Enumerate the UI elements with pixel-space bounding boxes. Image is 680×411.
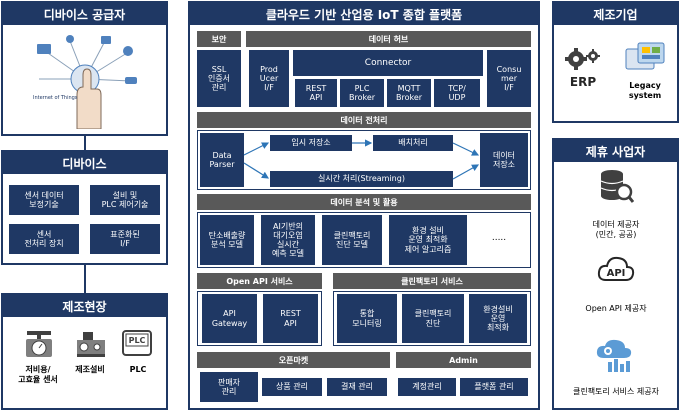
admin-title: Admin (396, 352, 531, 368)
erp-label: ERP (569, 75, 597, 89)
api-gateway: API Gateway (202, 294, 257, 343)
analysis-optimization-algorithm: 환경 설비 운영 최적화 제어 알고리즘 (389, 215, 467, 265)
preprocess-flow-arrows (243, 139, 480, 180)
site-item-machine-label: 제조설비 (75, 365, 105, 374)
device-item-sensor-preprocessor: 센서 전처리 장치 (9, 224, 79, 254)
data-hub-title: 데이터 허브 (246, 31, 531, 47)
device-supplier-panel: 디바이스 공급자 Internet of Things (1, 1, 168, 136)
cleanfactory-provider-icon (596, 339, 632, 372)
payment-management: 결재 관리 (327, 378, 387, 396)
connector-mqtt-broker: MQTT Broker (387, 79, 431, 107)
scale-sensor-icon (26, 331, 52, 357)
connector-rest-api: REST API (295, 79, 337, 107)
analysis-ai-air-pollution-model: AI기반의 대기오염 실시간 예측 모델 (261, 215, 315, 265)
env-equipment-optimization: 환경설비 운영 최적화 (469, 294, 527, 343)
device-item-standard-interface: 표준화된 I/F (90, 224, 160, 254)
camera-icon (101, 36, 111, 44)
cleanfactory-provider-label: 클린팩토리 서비스 제공자 (572, 387, 660, 396)
cloud-icon (123, 46, 133, 56)
openapi-provider-label: Open API 제공자 (585, 304, 647, 313)
data-parser: Data Parser (200, 133, 244, 187)
car-icon (125, 77, 137, 84)
manufacturer-title: 제조기업 (554, 3, 677, 25)
realtime-streaming: 실시간 처리(Streaming) (270, 171, 453, 187)
openapi-title: Open API 서비스 (197, 273, 322, 289)
machine-icon (77, 332, 105, 357)
legacy-system-label: Legacy system (628, 81, 662, 100)
connector-line-supplier-devices (84, 136, 86, 150)
hand-icon (76, 68, 102, 129)
iot-hand-illustration: Internet of Things (33, 35, 137, 129)
site-item-plc-label: PLC (129, 365, 147, 374)
cleanfactory-diagnosis: 클린팩토리 진단 (402, 294, 464, 343)
partner-panel: 제휴 사업자 데이터 제공자 (민간, 공공) API Open API 제공자… (552, 138, 679, 410)
partner-title: 제휴 사업자 (554, 140, 677, 162)
analysis-cleanfactory-diagnosis: 클린팩토리 진단 모델 (322, 215, 382, 265)
ssl-certificate-management: SSL 인증서 관리 (197, 50, 241, 107)
manufacturing-site-title: 제조현장 (3, 295, 166, 317)
connector-plc-broker: PLC Broker (340, 79, 384, 107)
open-market-title: 오픈마켓 (197, 352, 390, 368)
plc-icon: PLC (122, 330, 152, 356)
platform-panel: 클라우드 기반 산업용 IoT 종합 플랫폼 보안 SSL 인증서 관리 데이터… (188, 1, 540, 410)
site-item-sensor-label: 저비용/ 고효율 센서 (18, 365, 58, 384)
integrated-monitoring: 통합 모니터링 (337, 294, 397, 343)
tablet-icon (37, 44, 51, 54)
data-provider-label: 데이터 제공자 (민간, 공공) (592, 220, 640, 239)
svg-text:PLC: PLC (129, 336, 146, 345)
connector-title: Connector (293, 50, 483, 76)
manufacturer-panel: 제조기업 ERP Legacy system (552, 1, 679, 123)
wifi-icon (66, 35, 74, 43)
device-item-plc-control: 설비 및 PLC 제어기술 (90, 185, 160, 215)
iot-caption: Internet of Things (33, 95, 78, 101)
connector-line-devices-site (84, 265, 86, 293)
device-item-sensor-calibration: 센서 데이터 보정기술 (9, 185, 79, 215)
analysis-carbon-model: 탄소배출량 분석 모델 (200, 215, 254, 265)
connector-tcp-udp: TCP/ UDP (434, 79, 480, 107)
analysis-title: 데이터 분석 및 활용 (197, 194, 531, 210)
erp-gear-icon (565, 48, 600, 70)
legacy-system-icon (625, 42, 665, 70)
devices-title: 디바이스 (3, 152, 166, 174)
openapi-rest-api: REST API (263, 294, 318, 343)
account-management: 계정관리 (398, 378, 456, 396)
data-storage: 데이터 저장소 (480, 133, 528, 187)
product-management: 상품 관리 (262, 378, 322, 396)
manufacturing-site-panel: 제조현장 PLC 저비용/ 고효율 센서 제조설비 PLC (1, 293, 168, 410)
temp-storage: 임시 저장소 (270, 135, 352, 151)
analysis-more-ellipsis: ..... (491, 233, 507, 243)
producer-interface: Prod Ucer I/F (249, 50, 289, 107)
svg-text:API: API (607, 268, 626, 279)
devices-panel: 디바이스 센서 데이터 보정기술 설비 및 PLC 제어기술 센서 전처리 장치… (1, 150, 168, 265)
platform-title: 클라우드 기반 산업용 IoT 종합 플랫폼 (190, 3, 538, 25)
seller-management: 판매자 관리 (200, 372, 258, 402)
preprocess-title: 데이터 전처리 (197, 112, 531, 128)
cleanfactory-service-title: 클린팩토리 서비스 (333, 273, 531, 289)
batch-processing: 배치처리 (373, 135, 453, 151)
platform-management: 플랫폼 관리 (460, 378, 528, 396)
data-provider-icon (600, 170, 634, 203)
consumer-interface: Consu mer I/F (487, 50, 531, 107)
device-supplier-title: 디바이스 공급자 (3, 3, 166, 25)
security-title: 보안 (197, 31, 241, 47)
api-cloud-icon: API (597, 256, 635, 281)
